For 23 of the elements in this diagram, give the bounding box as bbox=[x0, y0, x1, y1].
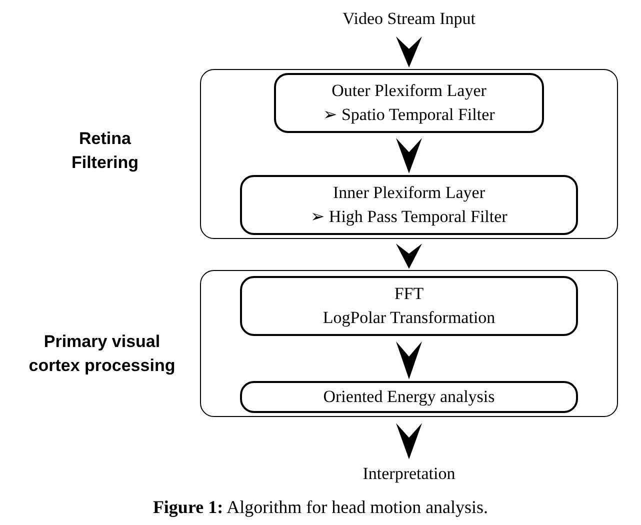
arrow bbox=[396, 341, 422, 380]
box-text: LogPolar Transformation bbox=[322, 307, 496, 329]
box-text: ➢ High Pass Temporal Filter bbox=[310, 206, 508, 228]
stage-heading: Primary visual cortex processing bbox=[28, 331, 176, 377]
flow-text: Interpretation bbox=[340, 461, 478, 487]
process-box bbox=[240, 381, 578, 413]
arrow bbox=[396, 244, 422, 269]
figure-caption: Figure 1: Algorithm for head motion analysis. bbox=[152, 496, 490, 519]
box-text: Oriented Energy analysis bbox=[323, 386, 495, 408]
process-box bbox=[240, 276, 578, 336]
group-frame bbox=[200, 69, 618, 239]
process-box bbox=[274, 73, 544, 133]
box-text: Outer Plexiform Layer bbox=[332, 80, 486, 102]
stage-heading: Retina Filtering bbox=[70, 128, 140, 174]
box-text: Inner Plexiform Layer bbox=[333, 182, 485, 204]
arrow bbox=[396, 138, 422, 174]
box-text: ➢ Spatio Temporal Filter bbox=[323, 104, 495, 126]
arrow bbox=[396, 36, 422, 68]
process-box bbox=[240, 175, 578, 235]
arrow bbox=[396, 423, 422, 460]
group-frame bbox=[200, 270, 618, 417]
flow-text: Video Stream Input bbox=[330, 6, 488, 32]
box-text: FFT bbox=[394, 283, 424, 305]
